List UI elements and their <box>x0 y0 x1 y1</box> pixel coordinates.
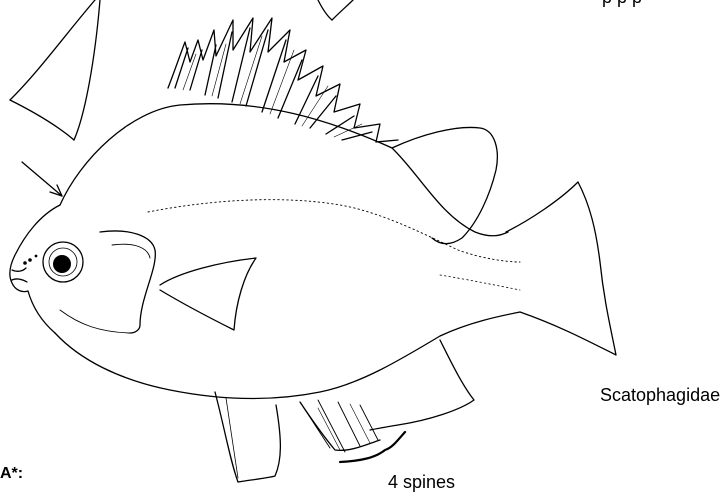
lateral-line <box>148 200 520 290</box>
soft-dorsal-fin <box>392 127 497 243</box>
key-label: A*: <box>0 465 23 483</box>
spines-bracket <box>340 432 405 462</box>
fish-body <box>10 104 520 399</box>
anal-fin <box>300 340 474 452</box>
pointer-arrow <box>22 162 62 196</box>
caudal-fin <box>506 182 616 355</box>
family-label: Scatophagidae <box>600 385 720 406</box>
eye <box>43 242 83 282</box>
pectoral-fin <box>160 258 256 330</box>
neighbor-fin-left <box>10 0 100 140</box>
spiny-dorsal-fin <box>168 18 398 142</box>
neighbor-fin-top <box>318 0 353 20</box>
clipped-top-label: p p p <box>602 0 642 8</box>
pelvic-fin <box>215 392 280 482</box>
spines-label: 4 spines <box>388 472 455 493</box>
